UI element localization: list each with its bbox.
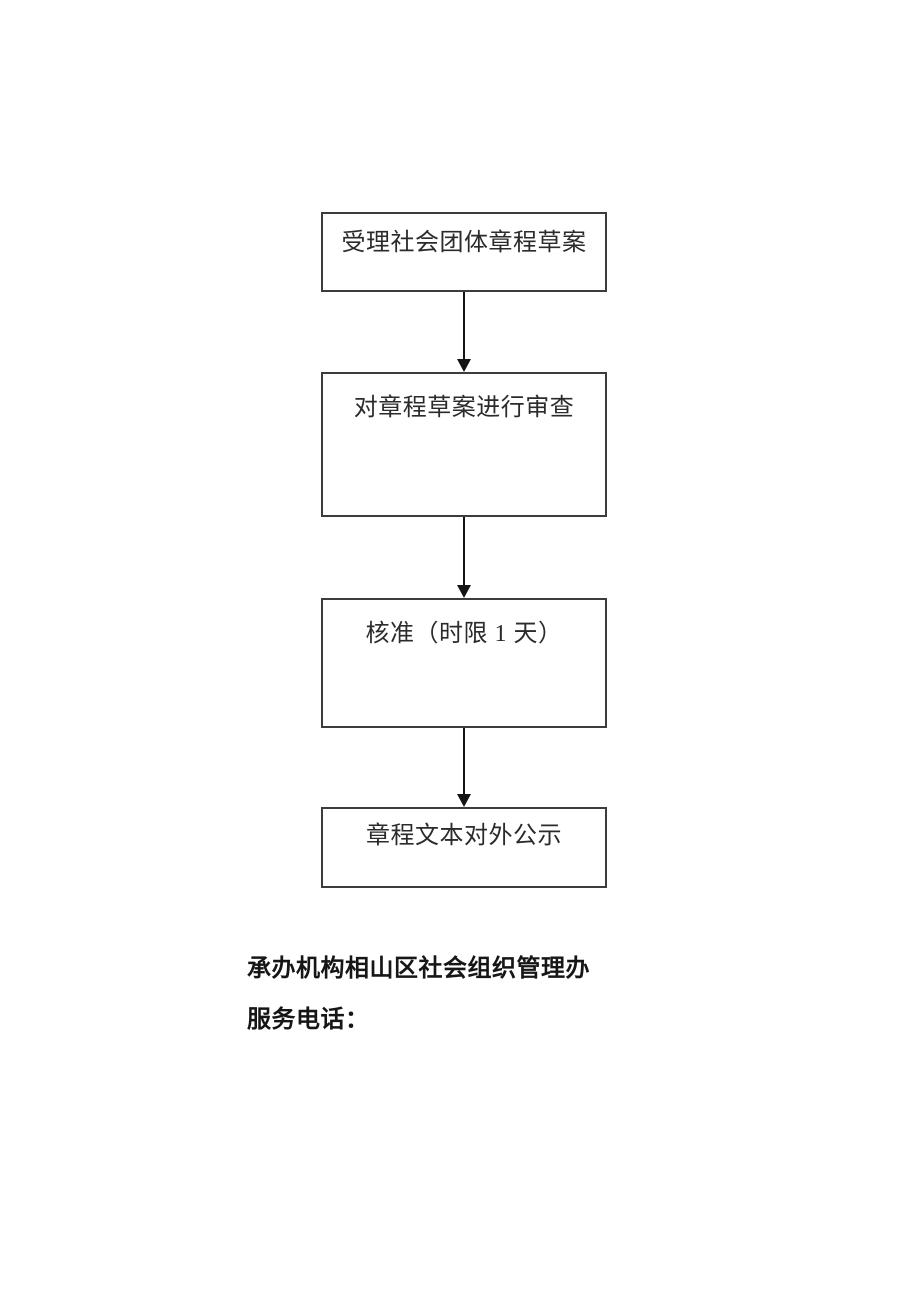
flow-step-publish: 章程文本对外公示	[321, 807, 607, 888]
arrow-line	[463, 517, 465, 585]
flow-step-label: 受理社会团体章程草案	[341, 230, 587, 256]
flow-step-label: 核准（时限 1 天）	[365, 621, 563, 647]
arrow-head	[457, 585, 471, 598]
arrow-head	[457, 359, 471, 372]
flow-step-accept-draft: 受理社会团体章程草案	[321, 212, 607, 292]
service-phone-text: 服务电话：	[247, 1006, 370, 1033]
arrow-line	[463, 292, 465, 359]
flow-step-approve: 核准（时限 1 天）	[321, 598, 607, 728]
flow-step-label: 章程文本对外公示	[366, 823, 562, 849]
down-arrow-icon	[457, 728, 471, 807]
flow-step-label: 对章程草案进行审查	[353, 395, 575, 421]
down-arrow-icon	[457, 517, 471, 598]
flow-step-review-draft: 对章程草案进行审查	[321, 372, 607, 517]
arrow-line	[463, 728, 465, 794]
agency-text: 承办机构相山区社会组织管理办	[247, 955, 590, 982]
down-arrow-icon	[457, 292, 471, 372]
arrow-head	[457, 794, 471, 807]
